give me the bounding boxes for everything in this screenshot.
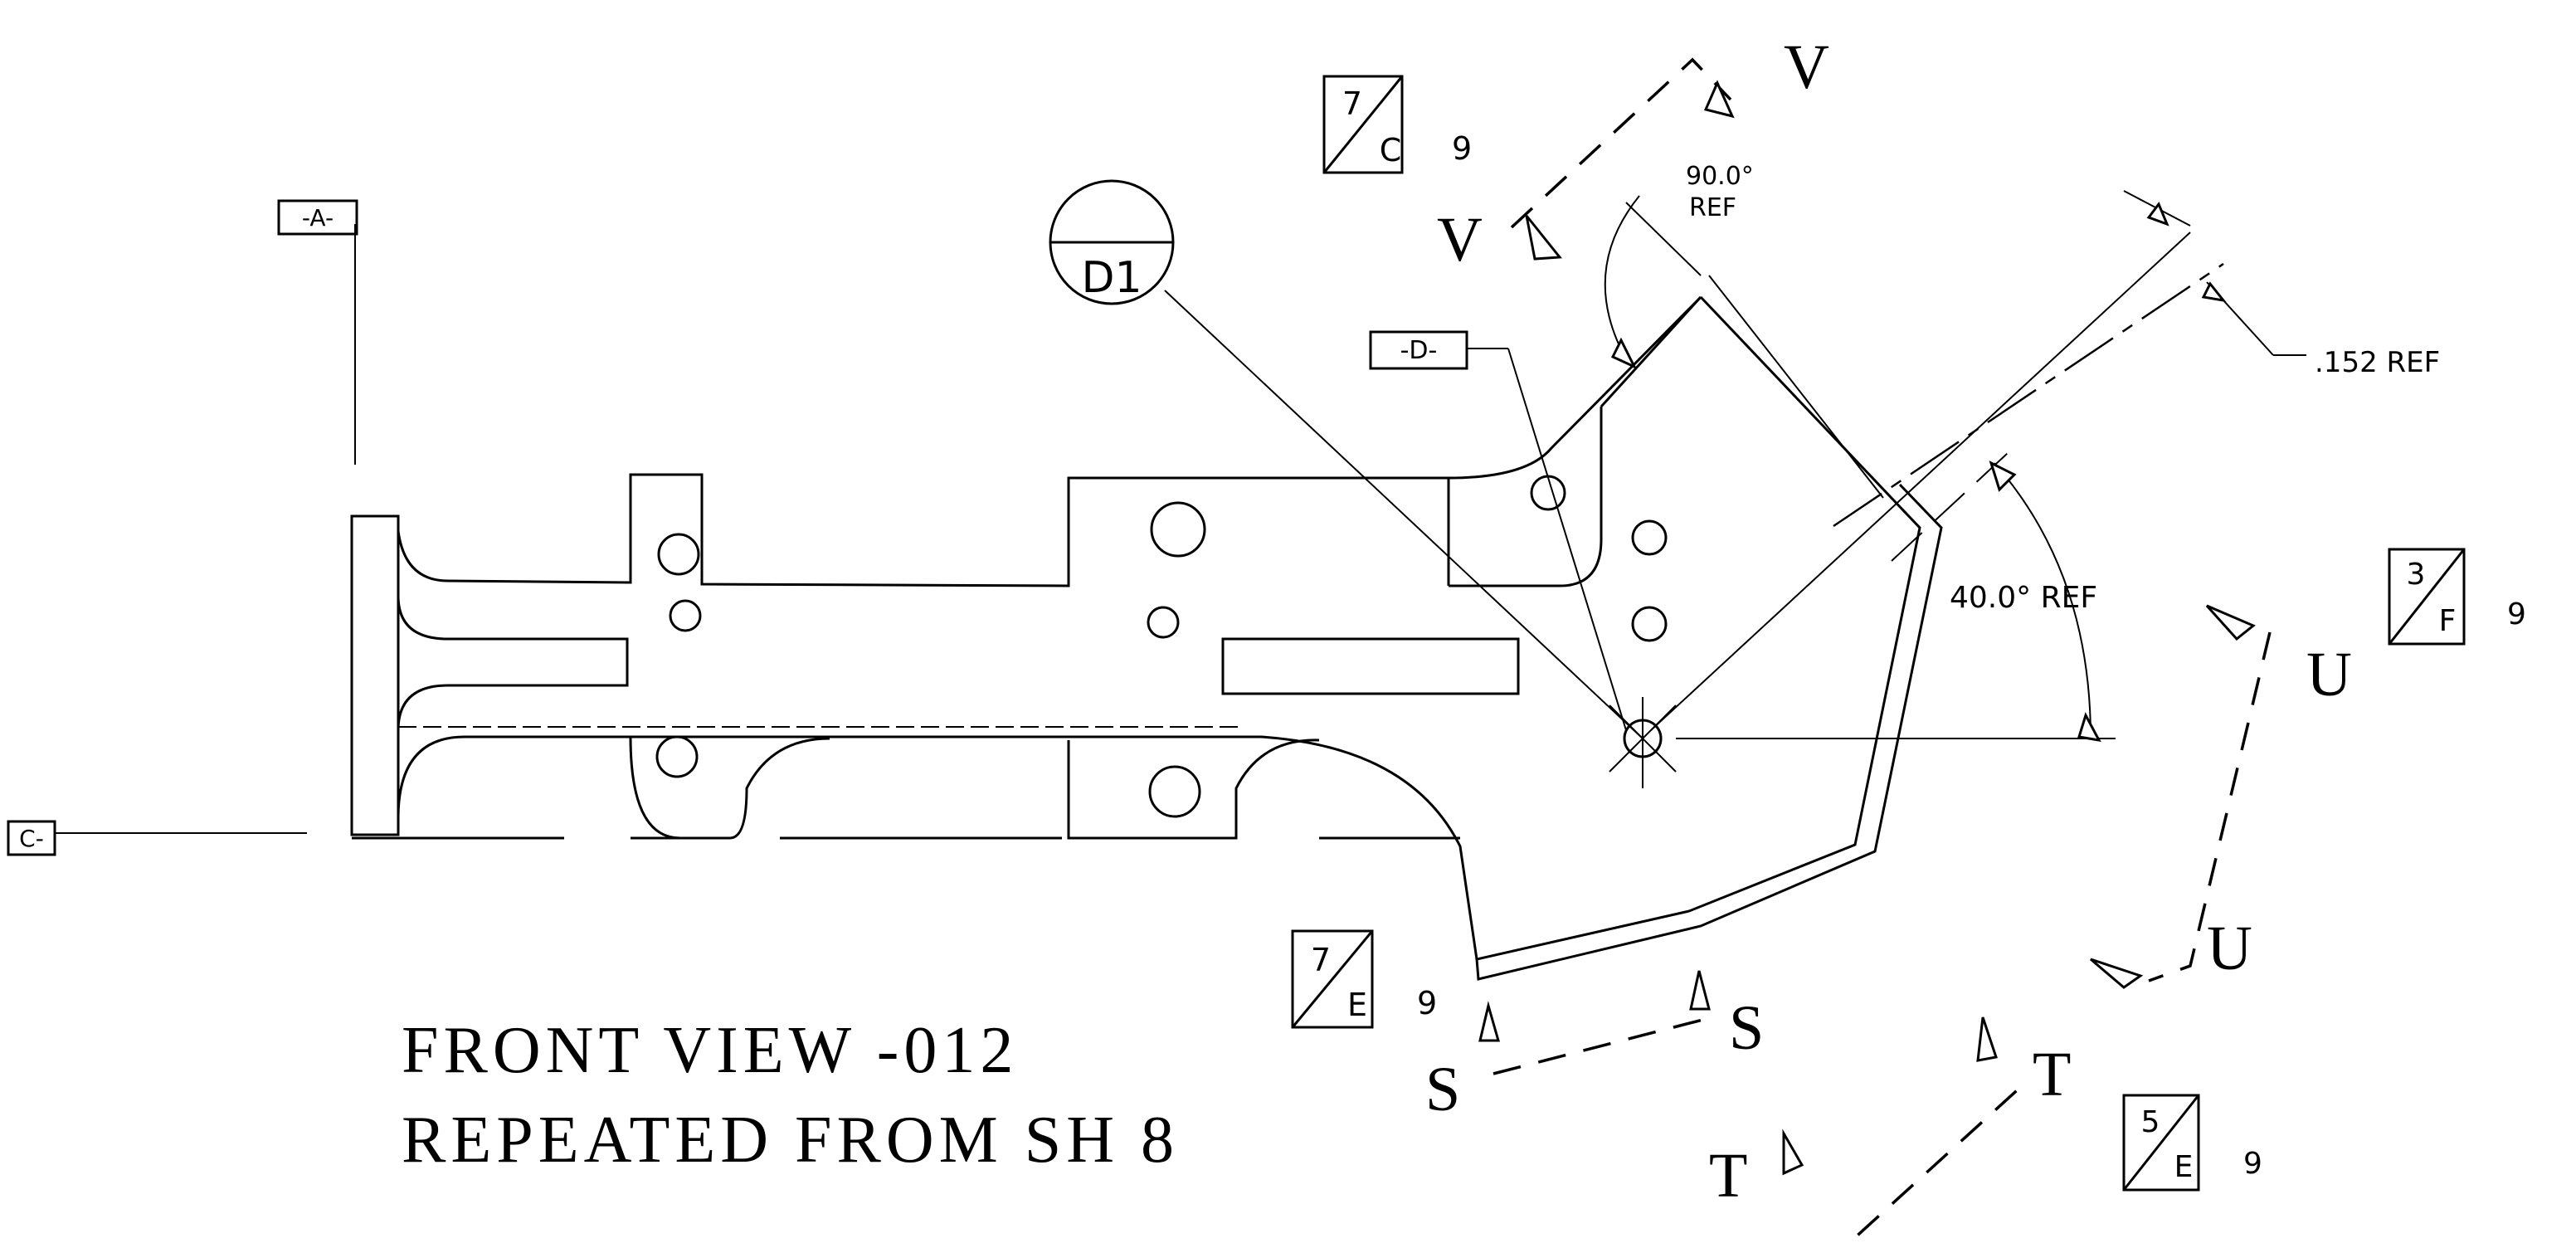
sheet-number: 9 <box>1417 985 1437 1021</box>
center-lines <box>1625 190 2306 739</box>
sheet-ref-s: 7 E 9 <box>1291 929 1437 1029</box>
sheet-ref-t: 5 E 9 <box>2122 1094 2262 1192</box>
datum-c-flag: C- <box>7 820 56 856</box>
angle-90-note: REF <box>1689 193 1736 222</box>
svg-text:7: 7 <box>1311 942 1331 978</box>
section-letter-s-left: S <box>1425 1055 1460 1124</box>
datum-a-flag: -A- <box>277 199 358 236</box>
upper-edge <box>397 295 1702 587</box>
datum-a-label: -A- <box>302 204 334 232</box>
datum-c-label: C- <box>19 825 44 852</box>
lower-edge <box>397 735 1478 960</box>
part-outline <box>350 295 1943 981</box>
sheet-number: 9 <box>2243 1147 2262 1181</box>
svg-text:7: 7 <box>1342 85 1362 122</box>
section-letter-v-bottom: V <box>1437 205 1483 275</box>
view-title-line2: REPEATED FROM SH 8 <box>402 1104 1179 1177</box>
angle-40-dimension: 40.0° REF <box>1950 581 2097 615</box>
datum-d-flag: -D- <box>1369 330 1468 370</box>
angle-40-arc <box>1994 462 2091 739</box>
section-letter-t-left: T <box>1709 1141 1747 1211</box>
svg-text:E: E <box>1347 987 1367 1023</box>
svg-text:C: C <box>1380 132 1402 168</box>
sheet-ref-u: 3 F 9 <box>2388 548 2526 646</box>
angle-90-value: 90.0° <box>1686 162 1754 191</box>
sheet-number: 9 <box>1452 130 1472 167</box>
section-letter-t-right: T <box>2033 1040 2071 1109</box>
section-letter-u-top: U <box>2306 640 2352 709</box>
view-title-line1: FRONT VIEW -012 <box>402 1014 1018 1087</box>
detail-bubble: D1 <box>1049 179 1175 305</box>
section-letter-v-top: V <box>1784 32 1829 102</box>
section-letter-s-right: S <box>1729 993 1764 1063</box>
end-plate <box>350 514 400 836</box>
d1-leader <box>1164 290 1643 739</box>
holes <box>655 475 1668 818</box>
arrowheads <box>1478 80 2256 1176</box>
detail-bubble-label: D1 <box>1081 253 1142 303</box>
offset-dimension: .152 REF <box>2315 346 2440 379</box>
angle-90-arc <box>1604 195 1640 366</box>
datum-d-label: -D- <box>1400 336 1438 365</box>
sheet-ref-v: 7 C 9 <box>1322 75 1472 174</box>
svg-text:F: F <box>2439 604 2457 638</box>
section-letter-u-bottom: U <box>2207 914 2252 983</box>
section-cut-lines <box>1493 57 2272 1243</box>
svg-text:3: 3 <box>2407 558 2426 592</box>
datum-d-leader <box>1507 348 1627 731</box>
svg-text:E: E <box>2174 1150 2194 1184</box>
sheet-number: 9 <box>2507 597 2526 631</box>
svg-text:5: 5 <box>2141 1105 2160 1139</box>
